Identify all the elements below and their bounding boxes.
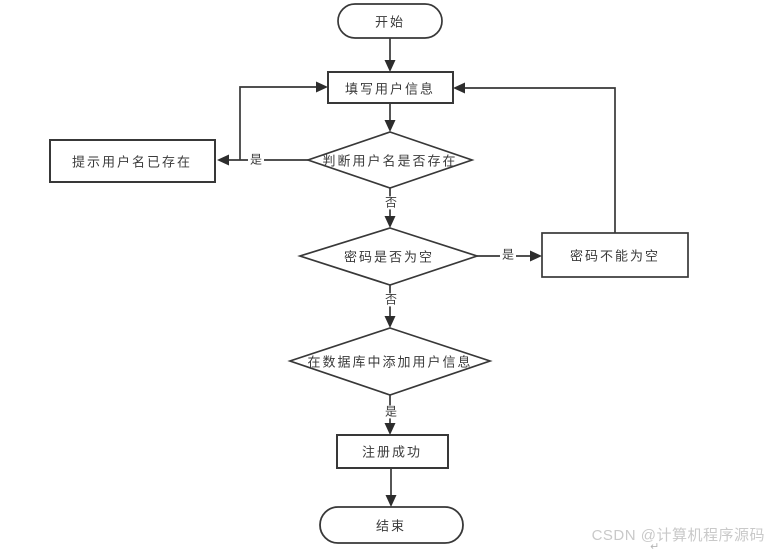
prompt-exists-process-shape [49, 139, 216, 183]
node-shapes [49, 3, 689, 544]
arrowhead-into-adddb [384, 316, 396, 328]
csdn-watermark: CSDN @计算机程序源码 [591, 527, 765, 544]
arrowhead-into-prompt-exists [217, 154, 229, 166]
edge-label-no-2: 否 [382, 292, 400, 307]
arrowhead-into-fillinfo-right [453, 82, 465, 94]
node-check-username-label: 判断用户名是否存在 [322, 153, 458, 169]
password-warning-process-shape [541, 232, 689, 278]
check-password-decision-shape [297, 227, 480, 286]
node-prompt-exists-label: 提示用户名已存在 [71, 154, 193, 170]
edge-label-yes-bottom: 是 [382, 404, 400, 419]
fill-info-process-shape [327, 71, 454, 104]
paragraph-return-mark: ↵ [650, 540, 660, 553]
edge-loop-right [464, 87, 616, 233]
node-end-label: 结束 [375, 518, 407, 534]
end-terminator-shape [319, 506, 464, 544]
node-check-password-label: 密码是否为空 [343, 249, 435, 265]
arrowhead-into-register-success [384, 423, 396, 435]
arrowhead-into-fillinfo-left [316, 81, 328, 93]
node-add-user-db-label: 在数据库中添加用户信息 [307, 354, 473, 370]
edge-label-no-1: 否 [382, 195, 400, 210]
node-fill-info-label: 填写用户信息 [344, 81, 436, 97]
register-success-process-shape [336, 434, 449, 469]
check-username-decision-shape [305, 131, 475, 189]
start-terminator-shape [337, 3, 443, 39]
arrowheads [217, 60, 542, 507]
add-user-db-decision-shape [287, 327, 493, 396]
node-start-label: 开始 [374, 14, 406, 30]
arrowhead-into-end [385, 495, 397, 507]
arrowhead-into-checkpassword [384, 216, 396, 228]
arrowhead-into-fillinfo-top [384, 60, 396, 72]
edge-label-yes-left: 是 [247, 152, 265, 167]
arrowhead-into-checkusername [384, 120, 396, 132]
edge-loop-left [239, 86, 317, 160]
node-register-success-label: 注册成功 [361, 444, 423, 460]
arrowhead-into-password-warning [530, 250, 542, 262]
edge-label-yes-right: 是 [499, 247, 517, 262]
node-password-warning-label: 密码不能为空 [569, 248, 661, 264]
